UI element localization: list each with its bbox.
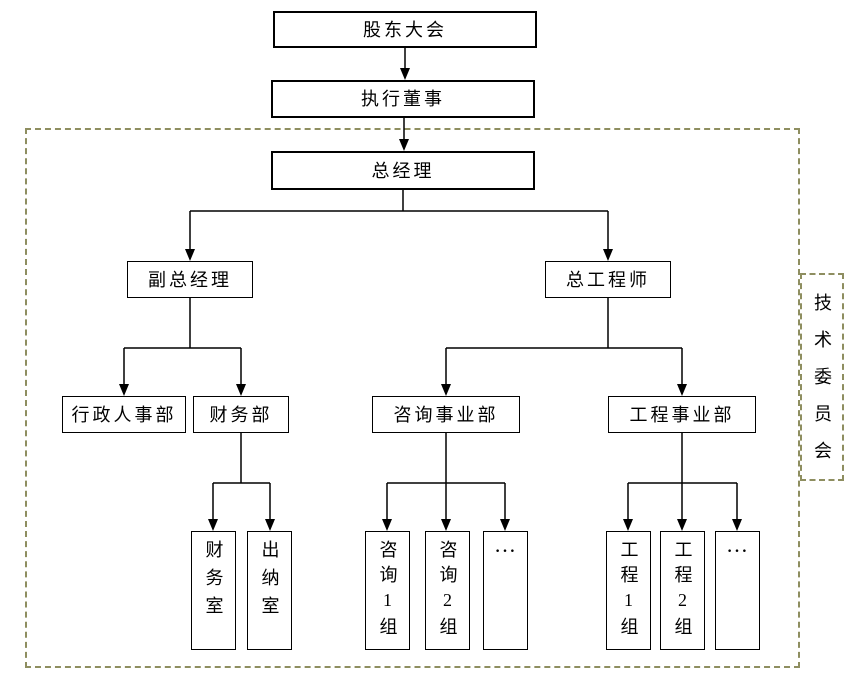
node-finance-office-label: 财务室	[203, 540, 224, 624]
node-technical-committee: 技术委员会	[800, 273, 844, 481]
node-shareholders-meeting: 股东大会	[273, 11, 537, 48]
node-consulting-division: 咨询事业部	[372, 396, 520, 433]
node-engineering-division: 工程事业部	[608, 396, 756, 433]
node-engineering-more-groups: …	[715, 531, 760, 650]
node-general-manager: 总经理	[271, 151, 535, 190]
node-engineering-group-1: 工程1组	[606, 531, 651, 650]
node-engineering-group-2: 工程2组	[660, 531, 705, 650]
node-executive-director: 执行董事	[271, 80, 535, 118]
node-deputy-general-manager: 副总经理	[127, 261, 253, 298]
node-consulting-group-2: 咨询2组	[425, 531, 470, 650]
node-finance-dept: 财务部	[193, 396, 289, 433]
node-consulting-group-2-label: 咨询2组	[437, 540, 458, 642]
node-engineering-group-2-label: 工程2组	[672, 540, 693, 642]
node-chief-engineer: 总工程师	[545, 261, 671, 298]
node-cashier-office: 出纳室	[247, 531, 292, 650]
node-consulting-group-1: 咨询1组	[365, 531, 410, 650]
ellipsis-label: …	[494, 532, 517, 557]
node-finance-office: 财务室	[191, 531, 236, 650]
node-engineering-group-1-label: 工程1组	[618, 540, 639, 642]
node-cashier-office-label: 出纳室	[259, 540, 280, 624]
dashed-boundary-border	[25, 128, 800, 668]
node-technical-committee-label: 技术委员会	[812, 293, 832, 478]
node-consulting-group-1-label: 咨询1组	[377, 540, 398, 642]
edge-shareholders-to-director	[400, 48, 410, 80]
node-consulting-more-groups: …	[483, 531, 528, 650]
node-admin-hr-dept: 行政人事部	[62, 396, 186, 433]
ellipsis-label: …	[726, 532, 749, 557]
